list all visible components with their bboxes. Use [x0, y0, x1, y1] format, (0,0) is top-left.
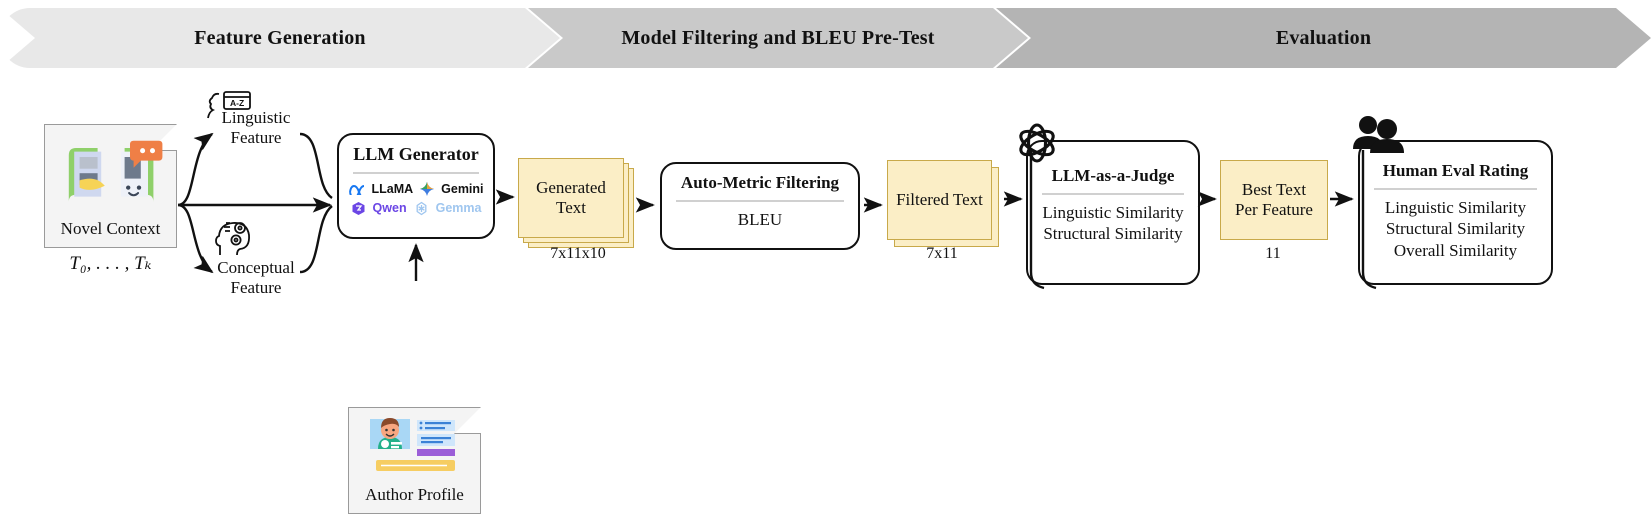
- stage-label: Feature Generation: [194, 26, 366, 49]
- auto-metric-filtering-box: Auto-Metric Filtering BLEU: [660, 162, 860, 250]
- stage-banner-feature-generation: Feature Generation: [0, 8, 560, 68]
- best-text-count: 11: [1265, 245, 1281, 262]
- human-eval-rating-box: Human Eval Rating Linguistic Similarity …: [1358, 140, 1553, 285]
- llm-as-a-judge-title: LLM-as-a-Judge: [1051, 166, 1175, 185]
- meta-infinity-icon: [349, 184, 365, 195]
- two-people-icon: [1353, 116, 1404, 153]
- best-text-front: Best Text Per Feature: [1220, 160, 1328, 240]
- stage-label: Evaluation: [1275, 26, 1372, 49]
- model-name-llama: LLaMA: [371, 181, 414, 196]
- qwen-icon: [352, 202, 365, 215]
- auto-metric-filtering-title: Auto-Metric Filtering: [680, 173, 840, 192]
- stage-banner-model-filtering: Model Filtering and BLEU Pre-Test: [528, 8, 1028, 68]
- model-name-gemini: Gemini: [441, 181, 484, 196]
- stage-banner-evaluation: Evaluation: [996, 8, 1651, 68]
- linguistic-feature-label: Linguistic Feature: [221, 108, 291, 147]
- llm-generator-box: LLM Generator LLaMA Gemini Qwen: [337, 133, 495, 239]
- model-name-qwen: Qwen: [372, 201, 407, 216]
- auto-metric-filtering-metric: BLEU: [737, 210, 783, 229]
- llm-as-a-judge-box: LLM-as-a-Judge Linguistic Similarity Str…: [1026, 140, 1200, 285]
- llm-generator-model-row-2: Qwen Gemma: [345, 201, 487, 216]
- divider: [1042, 193, 1184, 195]
- divider: [353, 172, 479, 174]
- generated-text-stack: Generated Text: [518, 158, 638, 253]
- generated-text-front: Generated Text: [518, 158, 624, 238]
- feature-merge-brace: [299, 132, 333, 274]
- divider: [1374, 188, 1537, 190]
- llm-as-a-judge-criteria: Linguistic Similarity Structural Similar…: [1042, 203, 1184, 244]
- openai-logo-icon: [1019, 123, 1055, 163]
- id-card-person-icon: [370, 418, 455, 471]
- novel-context-caption: Novel Context: [60, 219, 161, 238]
- divider: [676, 200, 844, 202]
- open-book-icon: [68, 140, 163, 202]
- best-text-stack: Best Text Per Feature: [1220, 160, 1330, 240]
- llm-generator-title: LLM Generator: [353, 144, 479, 164]
- stage-label: Model Filtering and BLEU Pre-Test: [621, 26, 935, 49]
- gemini-sparkle-icon: [420, 182, 435, 196]
- novel-context-subscript: T₀, . . . , Tₖ: [69, 253, 152, 274]
- author-profile-caption: Author Profile: [365, 485, 464, 504]
- filtered-text-count: 7x11: [926, 245, 958, 262]
- head-az-dictionary-icon: A-Z: [207, 91, 251, 119]
- novel-context-card: Novel Context: [44, 124, 177, 248]
- pipeline-diagram: Feature Generation Model Filtering and B…: [0, 8, 1651, 514]
- filtered-text-front: Filtered Text: [887, 160, 992, 240]
- human-eval-rating-title: Human Eval Rating: [1382, 161, 1529, 180]
- svg-text:A-Z: A-Z: [230, 98, 244, 108]
- head-gears-icon: [215, 222, 250, 256]
- stage-banner: Feature Generation Model Filtering and B…: [0, 8, 1651, 68]
- llm-generator-model-row-1: LLaMA Gemini: [345, 182, 487, 196]
- filtered-text-stack: Filtered Text: [887, 160, 1002, 255]
- gemma-icon: [416, 201, 427, 216]
- conceptual-feature-label: Conceptual Feature: [217, 258, 295, 297]
- model-name-gemma: Gemma: [435, 201, 482, 216]
- author-profile-card: Author Profile: [348, 407, 481, 514]
- human-eval-rating-criteria: Linguistic Similarity Structural Similar…: [1384, 198, 1527, 260]
- generated-text-count: 7x11x10: [550, 245, 606, 262]
